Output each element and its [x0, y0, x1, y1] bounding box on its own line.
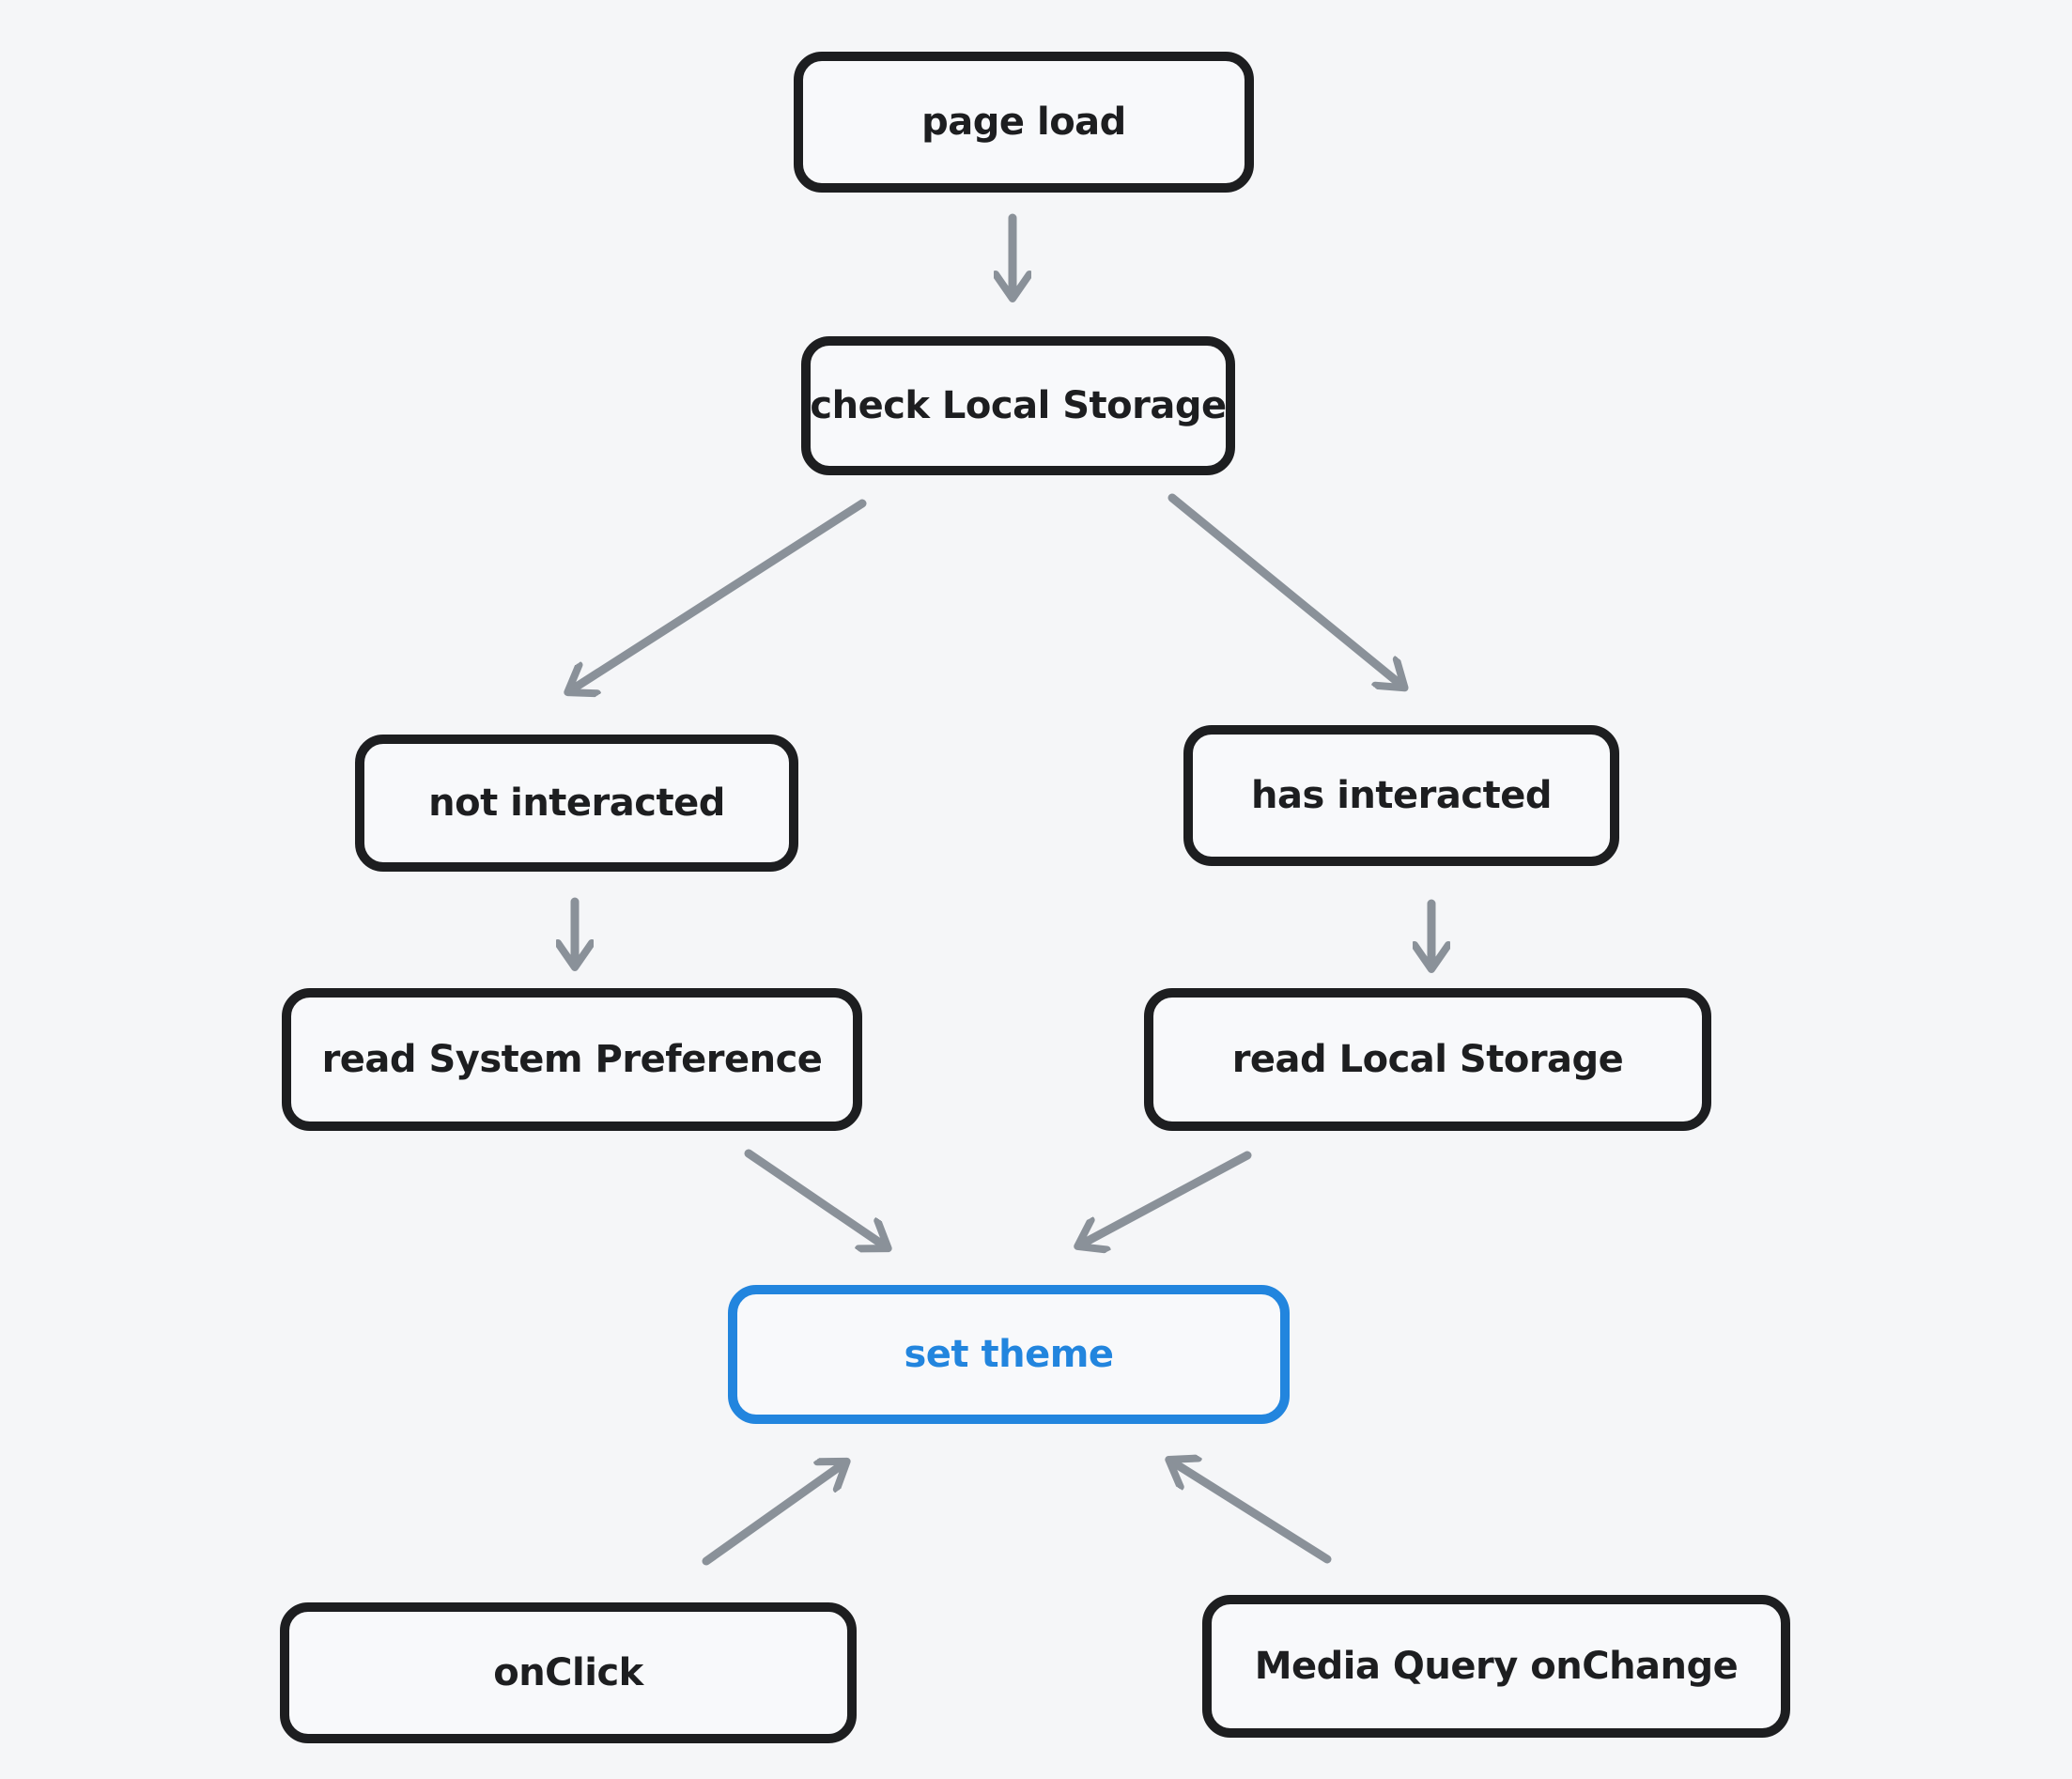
node-read-local-storage-label: read Local Storage	[1231, 1038, 1624, 1081]
node-check-local-storage-label: check Local Storage	[810, 384, 1227, 427]
edge-checklocalstorage-to-notinteracted	[569, 499, 867, 691]
node-on-click: onClick	[280, 1602, 857, 1743]
edge-readsystempreference-to-settheme	[744, 1149, 887, 1247]
edge-readlocalstorage-to-settheme	[1079, 1151, 1252, 1245]
node-not-interacted: not interacted	[355, 735, 798, 872]
node-has-interacted: has interacted	[1183, 725, 1619, 866]
node-media-query-onchange-label: Media Query onChange	[1254, 1645, 1739, 1688]
node-not-interacted-label: not interacted	[428, 781, 725, 825]
node-on-click-label: onClick	[493, 1651, 643, 1694]
node-read-system-preference-label: read System Preference	[321, 1038, 823, 1081]
node-has-interacted-label: has interacted	[1251, 774, 1552, 817]
node-page-load-label: page load	[921, 101, 1126, 144]
node-media-query-onchange: Media Query onChange	[1202, 1595, 1790, 1738]
edge-mediaquery-to-settheme	[1170, 1461, 1332, 1564]
node-set-theme: set theme	[728, 1285, 1290, 1424]
edge-onclick-to-settheme	[702, 1462, 845, 1566]
node-set-theme-label: set theme	[904, 1333, 1114, 1376]
node-read-local-storage: read Local Storage	[1144, 988, 1711, 1131]
node-read-system-preference: read System Preference	[282, 988, 862, 1131]
edge-checklocalstorage-to-hasinteracted	[1167, 493, 1403, 687]
node-page-load: page load	[794, 52, 1254, 193]
node-check-local-storage: check Local Storage	[801, 336, 1235, 475]
